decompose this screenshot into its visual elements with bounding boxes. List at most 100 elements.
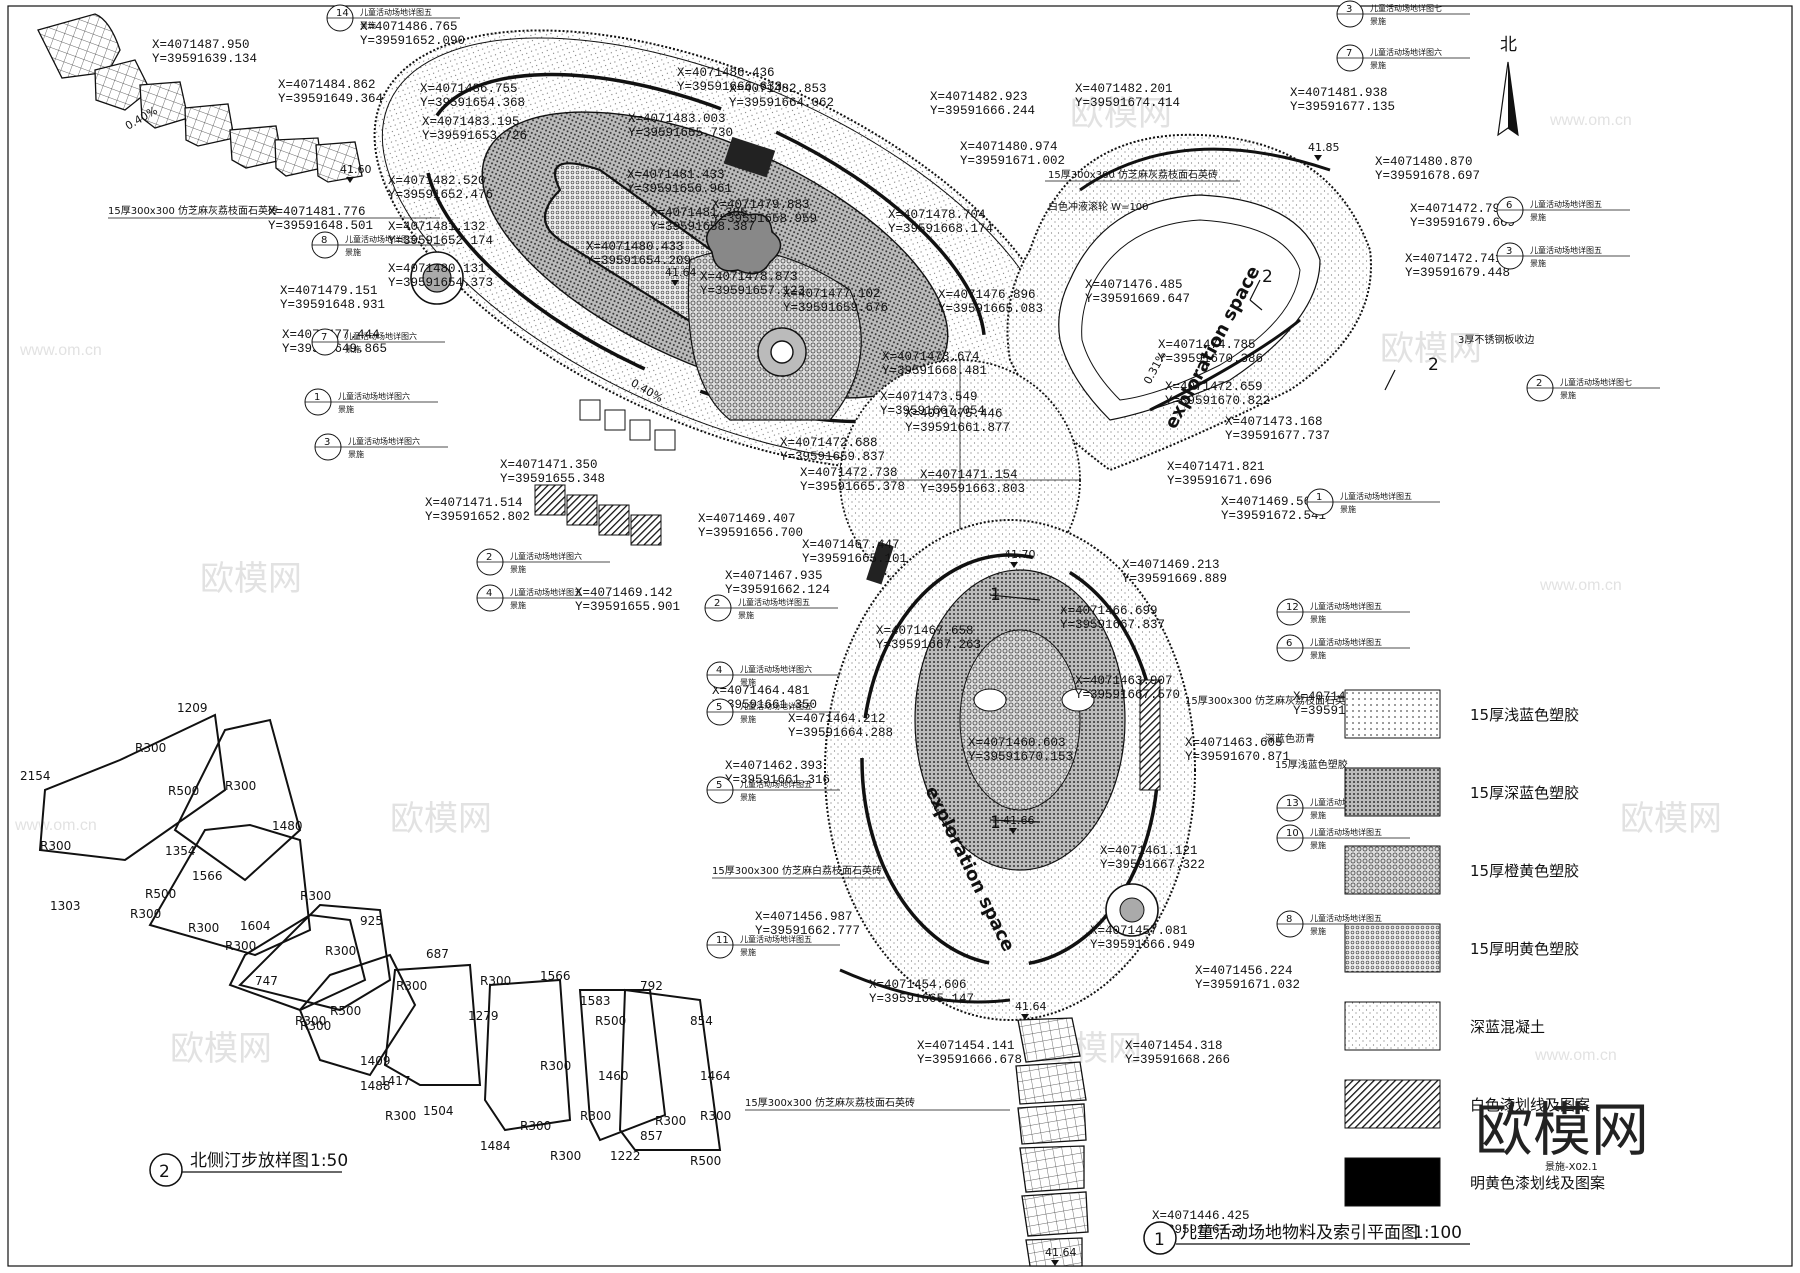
- coord-y: Y=39591652.476: [388, 188, 493, 202]
- legend-swatch: [1344, 1079, 1441, 1129]
- coord-x: X=4071454.606: [869, 978, 967, 992]
- coord-y: Y=39591667.322: [1100, 858, 1205, 872]
- coord-x: X=4071472.659: [1165, 380, 1263, 394]
- coord-x: X=4071457.081: [1090, 924, 1188, 938]
- elevation-label: 41.64: [665, 266, 697, 279]
- coord-y: Y=39591648.931: [280, 298, 385, 312]
- index-tag-number: 12: [1286, 602, 1299, 613]
- legend-swatch: [1344, 923, 1441, 973]
- legend-label: 15厚浅蓝色塑胶: [1470, 706, 1579, 724]
- coord-y: Y=39591671.696: [1167, 474, 1272, 488]
- coord-y: Y=39591654.368: [420, 96, 525, 110]
- coord-x: X=4071471.821: [1167, 460, 1265, 474]
- coord-y: Y=39591679.669: [1410, 216, 1515, 230]
- coord-y: Y=39591678.697: [1375, 169, 1480, 183]
- coord-x: X=4071472.688: [780, 436, 878, 450]
- legend-swatch: [1344, 1157, 1441, 1207]
- watermark-url: www.om.cn: [1534, 1047, 1617, 1064]
- dimension-label: R300: [655, 1114, 686, 1128]
- coord-x: X=4071480.974: [960, 140, 1058, 154]
- index-tag-number: 14: [336, 8, 349, 19]
- coord-y: Y=39591677.135: [1290, 100, 1395, 114]
- index-tag-sub: 景施: [1310, 650, 1326, 660]
- dimension-label: R300: [135, 741, 166, 755]
- index-tag-sub: 景施: [1530, 258, 1546, 268]
- coord-x: X=4071479.883: [712, 198, 810, 212]
- index-tag-ref: 儿童活动场地详图五: [740, 934, 812, 944]
- legend-swatch: [1344, 689, 1441, 739]
- index-tag-sub: 景施: [345, 344, 361, 354]
- coord-y: Y=39591639.134: [152, 52, 257, 66]
- section-mark-label: 1: [990, 813, 1001, 833]
- coord-y: Y=39591661.350: [712, 698, 817, 712]
- index-tag-ref: 儿童活动场地详图五: [345, 234, 417, 244]
- coord-y: Y=39591666.244: [930, 104, 1035, 118]
- coord-x: X=4071478.873: [700, 270, 798, 284]
- dimension-label: R300: [385, 1109, 416, 1123]
- index-tag-sub: 景施: [1370, 16, 1386, 26]
- coord-x: X=4071474.785: [1158, 338, 1256, 352]
- dimension-label: 1209: [177, 701, 208, 715]
- index-tag-ref: 儿童活动场地详图五: [740, 701, 812, 711]
- dimension-label: R500: [690, 1154, 721, 1168]
- sheet-code: 景施-X02.1: [1545, 1160, 1598, 1173]
- coord-x: X=4071483.003: [628, 112, 726, 126]
- index-tag-ref: 儿童活动场地详图五: [510, 587, 582, 597]
- dimension-label: 1566: [192, 869, 223, 883]
- coord-x: X=4071476.896: [938, 288, 1036, 302]
- coord-x: X=4071486.765: [360, 20, 458, 34]
- coord-y: Y=39591666.678: [917, 1053, 1022, 1067]
- coord-x: X=4071460.603: [968, 736, 1066, 750]
- coord-x: X=4071481.132: [388, 220, 486, 234]
- index-tag-ref: 儿童活动场地详图六: [348, 436, 420, 446]
- coord-x: X=4071482.923: [930, 90, 1028, 104]
- dimension-label: R300: [480, 974, 511, 988]
- coord-x: X=4071487.950: [152, 38, 250, 52]
- coord-y: Y=39591664.062: [729, 96, 834, 110]
- index-tag-sub: 景施: [345, 247, 361, 257]
- coord-y: Y=39591656.961: [627, 182, 732, 196]
- material-note: 3厚不锈钢板收边: [1458, 333, 1534, 346]
- index-tag-ref: 儿童活动场地详图六: [510, 551, 582, 561]
- watermark-cn: 欧模网: [1070, 94, 1172, 134]
- dimension-label: 1583: [580, 994, 611, 1008]
- coord-y: Y=39591653.726: [422, 129, 527, 143]
- detail-title-2: 2 北侧汀步放样图 1:50: [149, 1151, 348, 1187]
- watermark-url: www.om.cn: [14, 817, 97, 834]
- section-mark-label: 1: [990, 585, 1001, 605]
- coord-x: X=4071486.755: [420, 82, 518, 96]
- index-tag-sub: 景施: [1340, 504, 1356, 514]
- index-tag-sub: 景施: [1560, 390, 1576, 400]
- coord-x: X=4071479.151: [280, 284, 378, 298]
- coord-x: X=4071464.212: [788, 712, 886, 726]
- coord-y: Y=39591655.348: [500, 472, 605, 486]
- index-tag-sub: 景施: [738, 610, 754, 620]
- legend-label: 15厚明黄色塑胶: [1470, 940, 1579, 958]
- index-tag-number: 7: [1346, 48, 1352, 59]
- index-tag-sub: 景施: [1310, 614, 1326, 624]
- coord-y: Y=39591648.501: [268, 219, 373, 233]
- coord-y: Y=39591652.174: [388, 234, 493, 248]
- index-tag-number: 1: [1316, 492, 1322, 503]
- coord-x: X=4071482.853: [729, 82, 827, 96]
- index-tag-ref: 儿童活动场地详图五: [738, 597, 810, 607]
- dimension-label: R500: [168, 784, 199, 798]
- coord-y: Y=39591671.032: [1195, 978, 1300, 992]
- coord-x: X=4071456.987: [755, 910, 853, 924]
- index-tag-number: 4: [486, 588, 492, 599]
- watermark-cn: 欧模网: [1620, 799, 1722, 839]
- index-tag-sub: 景施: [1310, 810, 1326, 820]
- coord-x: X=4071473.168: [1225, 415, 1323, 429]
- coord-x: X=4071471.154: [920, 468, 1018, 482]
- elevation-label: 41.60: [340, 163, 372, 176]
